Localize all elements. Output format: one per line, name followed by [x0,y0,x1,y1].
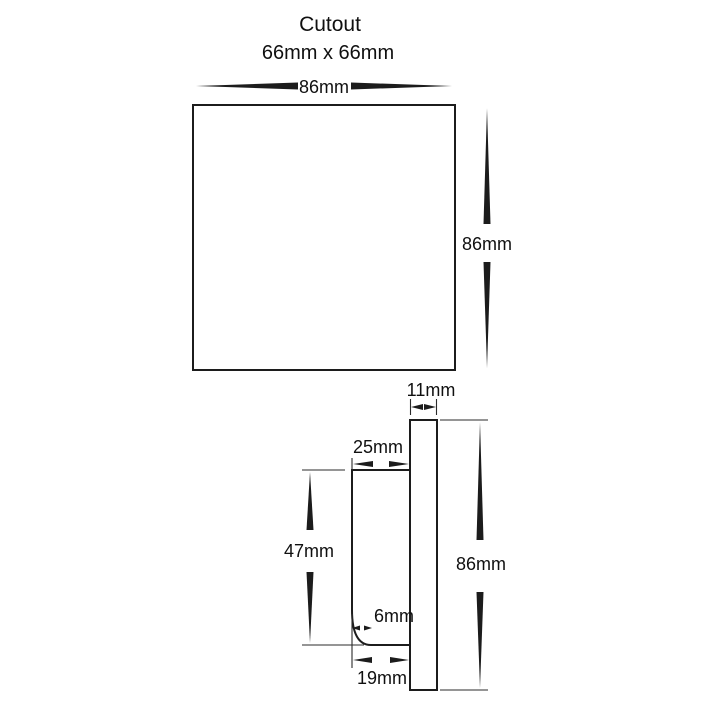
dim-arrow-front-width-right [351,82,452,90]
dim-label-foot-offset: 6mm [374,606,414,626]
dim-arrow-6mm-left [352,625,360,631]
dim-arrow-front-width-left [196,82,298,90]
dim-arrow-11mm-left [411,404,423,410]
profile-body-outline [351,469,410,646]
front-view-outline [192,104,456,371]
dim-label-front-width: 86mm [299,77,349,97]
dim-arrow-6mm-right [364,625,372,631]
diagram-subtitle: 66mm x 66mm [262,42,394,64]
dim-arrow-19mm-left [353,657,372,663]
diagram-title: Cutout [299,13,361,36]
profile-plate-outline [409,419,438,691]
dim-label-overall-height: 86mm [456,554,506,574]
dim-arrow-25mm-right [389,461,409,467]
dim-arrow-86mm-top [476,422,484,540]
dim-arrow-86mm-bottom [476,592,484,688]
dim-arrow-11mm-right [424,404,436,410]
dim-label-upper-body-depth: 25mm [353,437,403,457]
dim-arrow-19mm-right [390,657,409,663]
dim-arrow-47mm-top [306,472,314,530]
dim-label-lower-body-depth: 19mm [357,668,407,688]
dim-arrow-front-height-bottom [483,262,491,368]
dim-arrow-47mm-bottom [306,572,314,643]
dim-label-front-height: 86mm [462,234,512,254]
dim-arrow-front-height-top [483,108,491,224]
dim-label-plate-thickness: 11mm [407,380,456,400]
dim-arrow-25mm-left [353,461,373,467]
dim-label-body-height: 47mm [284,541,334,561]
